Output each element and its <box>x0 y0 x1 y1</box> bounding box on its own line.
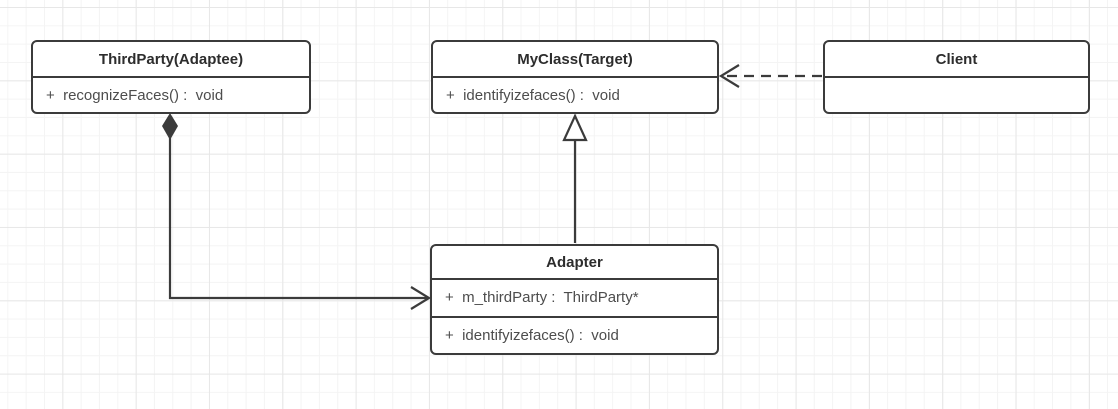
class-myclass-target[interactable]: MyClass(Target) + identifyizefaces() : v… <box>431 40 719 114</box>
generalization-triangle-icon <box>562 113 588 142</box>
connector-generalization[interactable] <box>562 113 588 243</box>
composition-diamond-icon <box>162 113 178 140</box>
composition-open-arrow-icon <box>410 286 432 310</box>
composition-line[interactable] <box>168 138 427 300</box>
class-adapter-method: + identifyizefaces() : void <box>432 315 717 354</box>
dependency-open-arrow-icon <box>718 64 740 88</box>
class-client-title: Client <box>825 42 1088 78</box>
class-thirdparty-method: + recognizeFaces() : void <box>46 86 224 104</box>
class-adapter-title: Adapter <box>432 246 717 280</box>
class-thirdparty-adaptee[interactable]: ThirdParty(Adaptee) + recognizeFaces() :… <box>31 40 311 114</box>
class-myclass-title: MyClass(Target) <box>433 42 717 78</box>
class-adapter[interactable]: Adapter + m_thirdParty : ThirdParty* + i… <box>430 244 719 355</box>
class-myclass-method: + identifyizefaces() : void <box>446 86 620 104</box>
class-client-empty-body <box>825 78 1088 112</box>
class-client[interactable]: Client <box>823 40 1090 114</box>
class-thirdparty-title: ThirdParty(Adaptee) <box>33 42 309 78</box>
connector-composition[interactable] <box>162 113 432 310</box>
connector-dependency[interactable] <box>718 64 822 88</box>
class-adapter-attribute: + m_thirdParty : ThirdParty* <box>445 289 639 307</box>
